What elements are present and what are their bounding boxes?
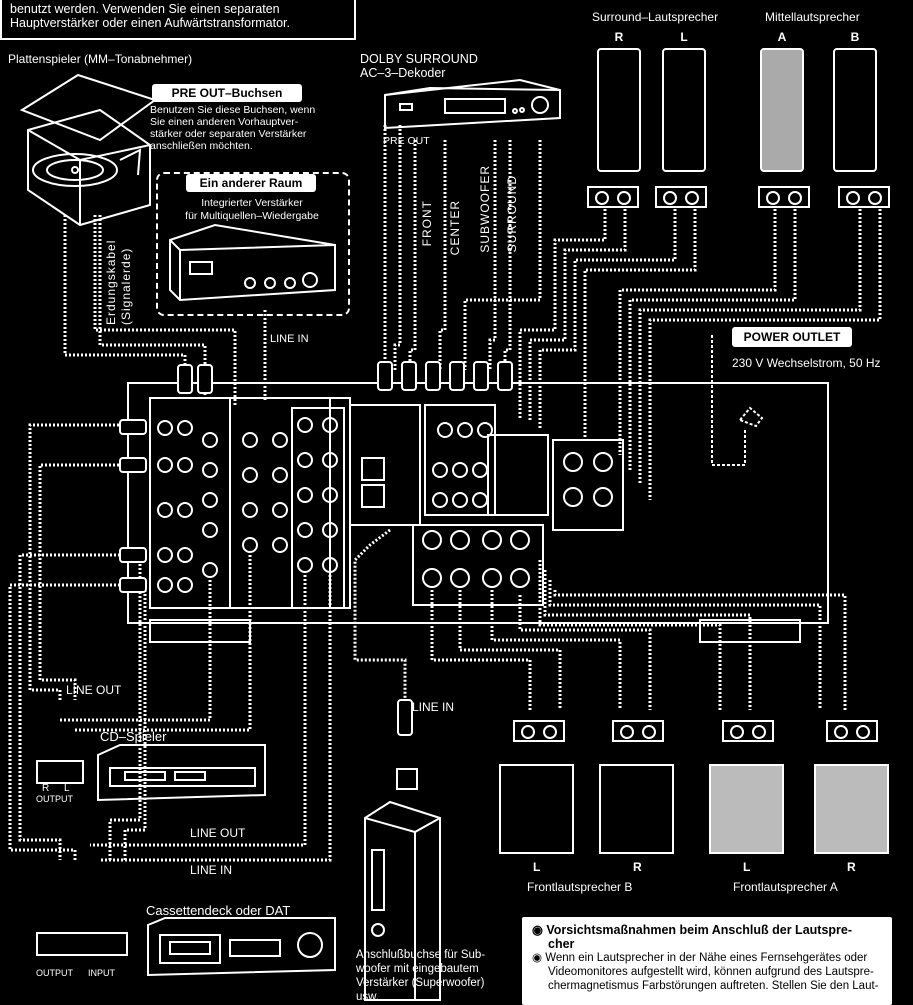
surround-speakers-label: Surround–Lautsprecher [592, 10, 718, 24]
cd-line-out-label: LINE OUT [66, 683, 121, 697]
power-outlet-spec: 230 V Wechselstrom, 50 Hz [732, 356, 881, 370]
center-speaker-terminals [553, 440, 623, 530]
ground-cable-label: Erdungskabel (Signalerde) [104, 225, 140, 325]
tape-line-in-label: LINE IN [190, 863, 232, 877]
other-room-line2: für Multiquellen–Wiedergabe [160, 210, 344, 223]
caution-body: ◉ Wenn ein Lautsprecher in der Nähe eine… [532, 951, 882, 993]
other-room-title: Ein anderer Raum [186, 174, 316, 192]
front-a-label: Frontlautsprecher A [733, 880, 838, 894]
other-room-box [156, 172, 350, 316]
front-speaker-terminals [413, 525, 543, 605]
speaker-center-b: B [833, 30, 877, 180]
speaker-letter-center-a: A [760, 30, 804, 44]
other-room-text: Integrierter Verstärker für Multiquellen… [160, 197, 344, 223]
center-speakers-label: Mittellautsprecher [765, 10, 860, 24]
terminal-front-b-l [513, 720, 565, 742]
decoder-title: DOLBY SURROUND AC–3–Dekoder [360, 52, 478, 80]
cd-player-drawing [98, 745, 265, 800]
front-speaker-cones [500, 765, 888, 853]
cd-output-jacks [36, 760, 84, 784]
caution-l2: Videomonitores aufgestellt wird, können … [532, 965, 882, 979]
cd-l-label: L [64, 784, 70, 794]
caution-box: ◉ Vorsichtsmaßnahmen beim Anschluß der L… [522, 917, 892, 1005]
terminal-center-b [838, 186, 890, 208]
speaker-letter-surround-l: L [662, 30, 706, 44]
tape-line-out-label: LINE OUT [190, 826, 245, 840]
front-a-r-letter: R [847, 860, 856, 874]
front-a-l-letter: L [743, 860, 750, 874]
terminal-surround-l [655, 186, 707, 208]
pre-out-text3: stärker oder separaten Verstärker [150, 128, 330, 140]
pre-out-description: Benutzen Sie diese Buchsen, wenn Sie ein… [150, 104, 330, 152]
pre-out-text2: Sie einen anderen Vorhauptver- [150, 116, 330, 128]
cassette-deck-drawing [148, 918, 335, 975]
caution-title2: cher [532, 937, 882, 951]
cd-r-label: R [42, 784, 49, 794]
channel-front: FRONT [420, 200, 434, 246]
subwoofer-caption-l3: Verstärker (Superwoofer) [356, 976, 506, 990]
subwoofer-caption-l4: usw. [356, 990, 506, 1004]
top-note-line1: benutzt werden. Verwenden Sie einen sepa… [10, 2, 346, 16]
cd-label: CD–Spieler [100, 730, 166, 744]
terminal-front-a-r [826, 720, 878, 742]
speaker-letter-center-b: B [833, 30, 877, 44]
front-b-label: Frontlautsprecher B [527, 880, 632, 894]
subwoofer-jack [396, 768, 418, 790]
terminal-surround-r [587, 186, 639, 208]
decoder-drawing [385, 80, 560, 128]
channel-center: CENTER [448, 200, 462, 255]
line-in-label-subwoofer: LINE IN [412, 700, 454, 714]
terminal-center-a [758, 186, 810, 208]
surround-speaker-terminals [488, 435, 548, 515]
caution-l3: chermagnetismus Farbstörungen auftreten.… [532, 979, 882, 993]
tape-label: Cassettendeck oder DAT [146, 904, 290, 918]
decoder-line1: DOLBY SURROUND [360, 52, 478, 66]
caution-bullet-icon: ◉ [532, 923, 546, 937]
caution-l1: Wenn ein Lautsprecher in der Nähe eines … [545, 952, 867, 964]
caution-bullet-icon-2: ◉ [532, 952, 545, 964]
channel-subwoofer: SUBWOOFER [478, 165, 492, 253]
subwoofer-caption-l1: Anschlußbuchse für Sub- [356, 948, 506, 962]
receiver-body [128, 383, 828, 623]
speaker-letter-surround-r: R [597, 30, 641, 44]
turntable-label: Plattenspieler (MM–Tonabnehmer) [8, 52, 192, 66]
line-in-label-other-room: LINE IN [270, 332, 309, 346]
cd-output-label: OUTPUT [36, 794, 73, 804]
tape-output-label: OUTPUT [36, 968, 73, 978]
tape-input-label: INPUT [88, 968, 115, 978]
terminal-front-a-l [722, 720, 774, 742]
caution-title: ◉ Vorsichtsmaßnahmen beim Anschluß der L… [532, 923, 882, 937]
pre-out-text1: Benutzen Sie diese Buchsen, wenn [150, 104, 330, 116]
top-note-line2: Hauptverstärker oder einen Aufwärtstrans… [10, 16, 346, 30]
tape-jacks [36, 932, 128, 956]
speaker-surround-r: R [597, 30, 641, 180]
pre-out-title: PRE OUT–Buchsen [152, 84, 302, 102]
front-b-r-letter: R [633, 860, 642, 874]
terminal-front-b-r [612, 720, 664, 742]
subwoofer-caption: Anschlußbuchse für Sub- woofer mit einge… [356, 948, 506, 1004]
turntable-drawing [22, 75, 155, 225]
speaker-surround-l: L [662, 30, 706, 180]
other-room-line1: Integrierter Verstärker [160, 197, 344, 210]
speaker-center-a: A [760, 30, 804, 180]
front-b-l-letter: L [533, 860, 540, 874]
decoder-pre-out: PRE OUT [383, 134, 430, 148]
subwoofer-caption-l2: woofer mit eingebautem [356, 962, 506, 976]
pre-out-text4: anschließen möchten. [150, 140, 330, 152]
power-outlet-title: POWER OUTLET [732, 327, 852, 347]
channel-surround: SURROUND [505, 175, 519, 252]
decoder-line2: AC–3–Dekoder [360, 66, 478, 80]
top-note-box: benutzt werden. Verwenden Sie einen sepa… [0, 0, 356, 40]
caution-title-text: Vorsichtsmaßnahmen beim Anschluß der Lau… [546, 923, 852, 937]
